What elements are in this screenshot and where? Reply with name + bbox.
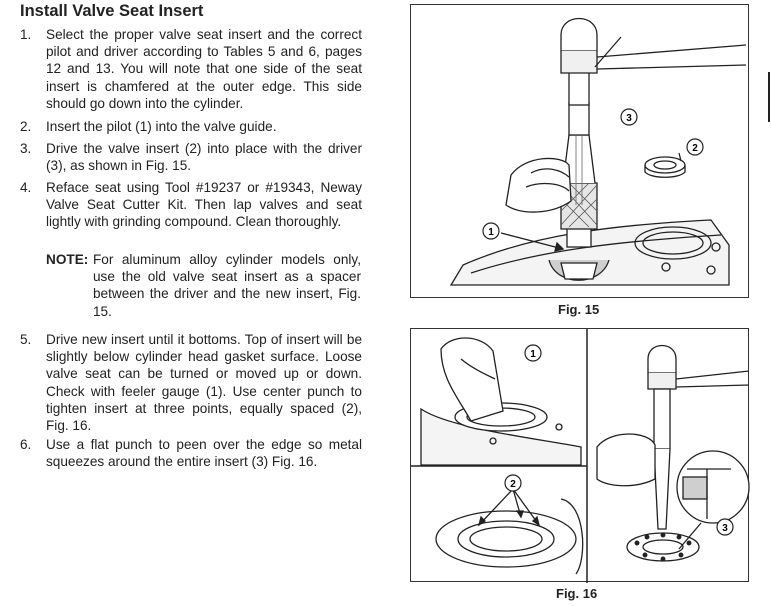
figure-15-caption: Fig. 15 — [558, 302, 600, 317]
callout-1: 1 — [530, 349, 536, 360]
step-text: Drive new insert until it bottoms. Top o… — [46, 332, 362, 434]
figure-16-frame: 1 2 3 — [410, 328, 750, 583]
fig15-callouts: 1 2 3 — [482, 108, 704, 240]
step-text: Select the proper valve seat insert and … — [46, 27, 362, 111]
step-number: 6. — [20, 437, 32, 452]
step-text: Drive the valve insert (2) into place wi… — [46, 141, 362, 174]
step-number: 1. — [20, 27, 32, 42]
step-text: Reface seat using Tool #19237 or #19343,… — [46, 180, 362, 230]
change-bar — [768, 72, 770, 122]
figure-16-caption: Fig. 16 — [556, 586, 598, 601]
step-number: 4. — [20, 180, 32, 195]
callout-2: 2 — [692, 143, 698, 154]
step-number: 3. — [20, 141, 32, 156]
step-number: 2. — [20, 119, 32, 134]
note-label: NOTE: — [46, 252, 89, 267]
step-text: Use a flat punch to peen over the edge s… — [46, 437, 362, 470]
callout-1: 1 — [488, 227, 494, 238]
step-number: 5. — [20, 332, 32, 347]
page-title: Install Valve Seat Insert — [20, 2, 204, 20]
figure-16-illustration: 1 2 3 — [411, 329, 750, 583]
figure-15-frame: 1 2 3 — [410, 4, 749, 298]
callout-3: 3 — [722, 523, 728, 534]
callout-3: 3 — [626, 113, 632, 124]
callout-2: 2 — [510, 479, 516, 490]
figure-15-illustration: 1 2 3 — [449, 18, 747, 286]
fig16-callouts: 1 2 3 — [504, 344, 734, 536]
note-text: For aluminum alloy cylinder models only,… — [93, 252, 361, 319]
step-text: Insert the pilot (1) into the valve guid… — [46, 119, 277, 134]
